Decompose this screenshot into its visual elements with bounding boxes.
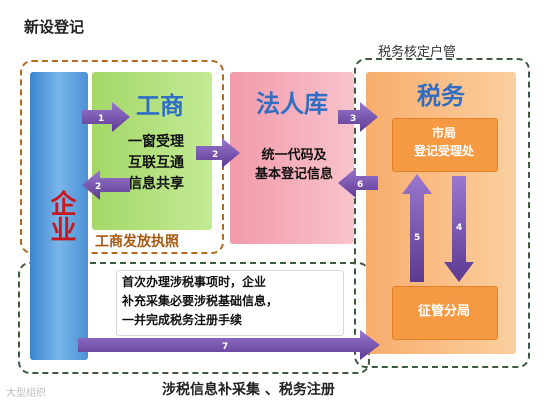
arrow-2-label: 2 xyxy=(212,150,218,160)
aic-line-2: 互联互通 xyxy=(128,155,184,171)
aic-title: 工商 xyxy=(136,92,184,120)
branch-box xyxy=(392,286,498,340)
legal-db-block xyxy=(230,72,354,244)
tax-title: 税务 xyxy=(417,82,465,110)
watermark: 大型组织 xyxy=(6,388,46,399)
arrow-5-label: 5 xyxy=(414,233,420,243)
enterprise-label: 企业 xyxy=(46,190,76,242)
arrow-4-label: 4 xyxy=(456,223,462,233)
aic-license-label: 工商发放执照 xyxy=(95,234,179,250)
arrow-1-label: 1 xyxy=(98,114,104,124)
tax-management-region xyxy=(354,58,530,368)
arrow-7 xyxy=(78,330,380,360)
arrow-3-label: 3 xyxy=(350,114,356,124)
arrow-1 xyxy=(82,102,130,132)
branch-label: 征管分局 xyxy=(417,304,470,319)
legal-db-line-1: 统一代码及 xyxy=(261,148,327,163)
aic-lines: 一窗受理 互联互通 信息共享 xyxy=(108,132,204,195)
city-bureau-lines: 市局 登记受理处 xyxy=(392,124,496,160)
city-bureau-line-1: 市局 xyxy=(431,126,456,140)
info-note-box xyxy=(116,270,344,336)
legal-db-lines: 统一代码及 基本登记信息 xyxy=(238,146,350,184)
aic-line-3: 信息共享 xyxy=(128,176,184,192)
tax-management-label: 税务核定户管 xyxy=(378,45,457,60)
arrow-7-label: 7 xyxy=(222,342,228,352)
aic-line-1: 一窗受理 xyxy=(128,134,184,150)
aic-block xyxy=(92,72,212,230)
info-note-line-3: 一并完成税务注册手续 xyxy=(122,313,243,327)
bottom-label: 涉税信息补采集 、税务注册 xyxy=(162,382,335,398)
city-bureau-box xyxy=(392,118,498,172)
arrow-4 xyxy=(444,176,474,282)
info-note-line-1: 首次办理涉税事项时，企业 xyxy=(122,275,267,289)
city-bureau-line-2: 登记受理处 xyxy=(413,144,474,158)
arrow-6-label: 6 xyxy=(357,180,363,190)
legal-db-line-2: 基本登记信息 xyxy=(254,167,333,182)
info-note-lines: 首次办理涉税事项时，企业 补充采集必要涉税基础信息， 一并完成税务注册手续 xyxy=(122,273,344,330)
info-note-line-2: 补充采集必要涉税基础信息， xyxy=(122,294,279,308)
enterprise-bar xyxy=(30,72,88,360)
arrow-2 xyxy=(196,138,240,168)
arrow-5 xyxy=(402,174,432,282)
arrow-3 xyxy=(338,102,378,132)
arrow-6 xyxy=(338,168,378,198)
arrow-2-back-label: 2 xyxy=(95,182,101,192)
legal-db-title: 法人库 xyxy=(256,90,328,118)
page-title: 新设登记 xyxy=(24,18,85,36)
arrow-2-back xyxy=(82,170,130,200)
